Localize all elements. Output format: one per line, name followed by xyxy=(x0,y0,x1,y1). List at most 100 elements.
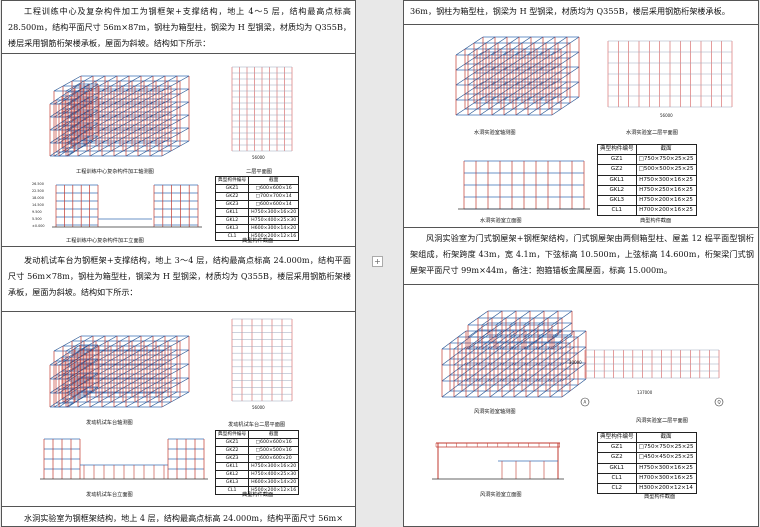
table-cell: □600×600×16 xyxy=(248,184,300,193)
caption-training-elev: 工程训练中心复杂构件加工立面图 xyxy=(66,238,144,244)
table-row: GZ1□750×750×25×25 xyxy=(597,154,697,166)
caption-wind-elev: 风洞实验室立面图 xyxy=(480,492,522,498)
table-row: GKZ3□600×600×14 xyxy=(214,200,300,209)
table-cell: □600×600×16 xyxy=(248,438,300,447)
table-cell: GKZ1 xyxy=(214,184,250,193)
table-header: 截面 xyxy=(635,431,697,444)
training-center-floor-plan: 56000 xyxy=(231,66,293,160)
water-tunnel-floor-plan: 56000 xyxy=(607,40,733,118)
level-label: ±0.000 xyxy=(32,224,45,228)
caption-water-elev: 水洞实验室立面图 xyxy=(480,218,522,224)
paragraph-engine-test: 发动机试车台为钢框架+支撑结构，地上 3～4 层，结构最高点标高 24.000m… xyxy=(8,255,351,297)
table-header: 截面 xyxy=(635,143,697,156)
table-cell: GKZ1 xyxy=(214,438,250,447)
dimension-label: 56000 xyxy=(660,113,673,118)
level-label: 26.500 xyxy=(32,182,44,186)
table-header: 典型构件编号 xyxy=(214,430,250,439)
table-cell: H600×300×14×20 xyxy=(248,478,300,487)
table-cell: H750×400×25×30 xyxy=(248,470,300,479)
dimension-label: 30000 xyxy=(569,360,582,365)
table-row: GZ1□750×750×25×25 xyxy=(597,442,697,454)
table-cell: H750×400×25×30 xyxy=(248,216,300,225)
caption-training-plan: 二层平面图 xyxy=(246,169,272,175)
divider xyxy=(2,506,355,507)
table-cell: □500×500×16 xyxy=(248,446,300,455)
training-center-axonometric-drawing xyxy=(49,75,190,157)
caption-water-table: 典型构件截面 xyxy=(640,218,672,224)
table-cell: H700×300×16×25 xyxy=(635,472,697,485)
table-cell: GKL1 xyxy=(597,462,637,474)
table-cell: □750×750×25×25 xyxy=(635,442,697,454)
table-cell: CL2 xyxy=(597,483,637,495)
engine-test-elevation-drawing xyxy=(40,438,208,480)
right-page: 36m，钢柱为箱型柱，钢梁为 H 型钢梁，材质均为 Q355B，楼层采用钢筋桁架… xyxy=(403,0,759,527)
paragraph-training-center: 工程训练中心及复杂构件加工为钢框架+支撑结构，地上 4～5 层，结构最高点标高 … xyxy=(8,6,351,48)
table-cell: GZ2 xyxy=(597,164,637,176)
table-row: GKZ2□500×500×16 xyxy=(214,446,300,455)
caption-water-axo: 水洞实验室轴测图 xyxy=(474,130,516,136)
caption-training-table: 典型构件截面 xyxy=(242,238,274,244)
dimension-label: 56000 xyxy=(252,405,265,410)
table-cell: CL1 xyxy=(597,205,637,217)
wind-section-table: 典型构件编号截面 GZ1□750×750×25×25 GZ2□450×450×2… xyxy=(597,431,697,495)
paragraph-water-tunnel-cont: 36m，钢柱为箱型柱，钢梁为 H 型钢梁，材质均为 Q355B，楼层采用钢筋桁架… xyxy=(410,6,730,16)
water-section-table: 典型构件编号截面 GZ1□750×750×25×25 GZ2□500×500×2… xyxy=(597,143,697,217)
axis-bubble xyxy=(580,397,590,407)
table-cell: GKL3 xyxy=(597,195,637,207)
table-cell: GKL3 xyxy=(214,478,250,487)
caption-engine-elev: 发动机试车台立面图 xyxy=(86,492,133,498)
paragraph-wind-tunnel: 风洞实验室为门式钢屋架+钢框架结构，门式钢屋架由两侧箱型柱、屋盖 12 榀平面型… xyxy=(410,233,754,275)
table-cell: GKL1 xyxy=(597,174,637,186)
dimension-label: 56000 xyxy=(252,155,265,160)
dimension-label: 137000 xyxy=(637,390,653,395)
caption-engine-plan: 发动机试车台二层平面图 xyxy=(228,422,286,428)
table-cell: CL1 xyxy=(214,232,250,241)
caption-engine-axo: 发动机试车台轴测图 xyxy=(86,420,133,426)
engine-section-table: 典型构件编号截面 GKZ1□600×600×16 GKZ2□500×500×16… xyxy=(214,430,300,495)
table-cell: GKL2 xyxy=(214,470,250,479)
table-cell: GKZ3 xyxy=(214,200,250,209)
divider xyxy=(2,311,355,312)
table-cell: □700×700×14 xyxy=(248,192,300,201)
table-row: GZ2□500×500×25×25 xyxy=(597,164,697,176)
table-cell: □600×600×20 xyxy=(248,454,300,463)
table-cell: H500×200×12×16 xyxy=(248,486,300,495)
axis-label: Q xyxy=(718,400,721,405)
table-cell: GKL1 xyxy=(214,462,250,471)
expand-plus-icon[interactable]: + xyxy=(372,256,383,267)
table-row: GKZ1□600×600×16 xyxy=(214,438,300,447)
table-cell: H700×200×16×25 xyxy=(635,205,697,217)
engine-test-axonometric-drawing xyxy=(49,335,190,408)
caption-wind-plan: 风洞实验室二层平面图 xyxy=(636,418,688,424)
table-row: GKZ2□700×700×14 xyxy=(214,192,300,201)
table-cell: GZ1 xyxy=(597,154,637,166)
divider xyxy=(404,24,758,25)
table-cell: GKZ3 xyxy=(214,454,250,463)
table-cell: H750×200×16×25 xyxy=(635,195,697,207)
table-cell: GKL3 xyxy=(214,224,250,233)
divider xyxy=(2,53,355,54)
table-cell: □500×500×25×25 xyxy=(635,164,697,176)
wind-tunnel-axonometric-drawing xyxy=(441,310,587,398)
table-row: GZ2□450×450×25×25 xyxy=(597,452,697,464)
caption-wind-axo: 风洞实验室轴测图 xyxy=(474,409,516,415)
table-cell: CL1 xyxy=(214,486,250,495)
table-cell: H600×300×14×20 xyxy=(248,224,300,233)
table-row: GKZ1□600×600×16 xyxy=(214,184,300,193)
engine-test-floor-plan: 56000 xyxy=(231,318,293,410)
table-cell: GKL2 xyxy=(597,184,637,197)
table-row: GKZ3□600×600×20 xyxy=(214,454,300,463)
level-label: 9.500 xyxy=(32,210,42,214)
table-cell: GKL2 xyxy=(214,216,250,225)
